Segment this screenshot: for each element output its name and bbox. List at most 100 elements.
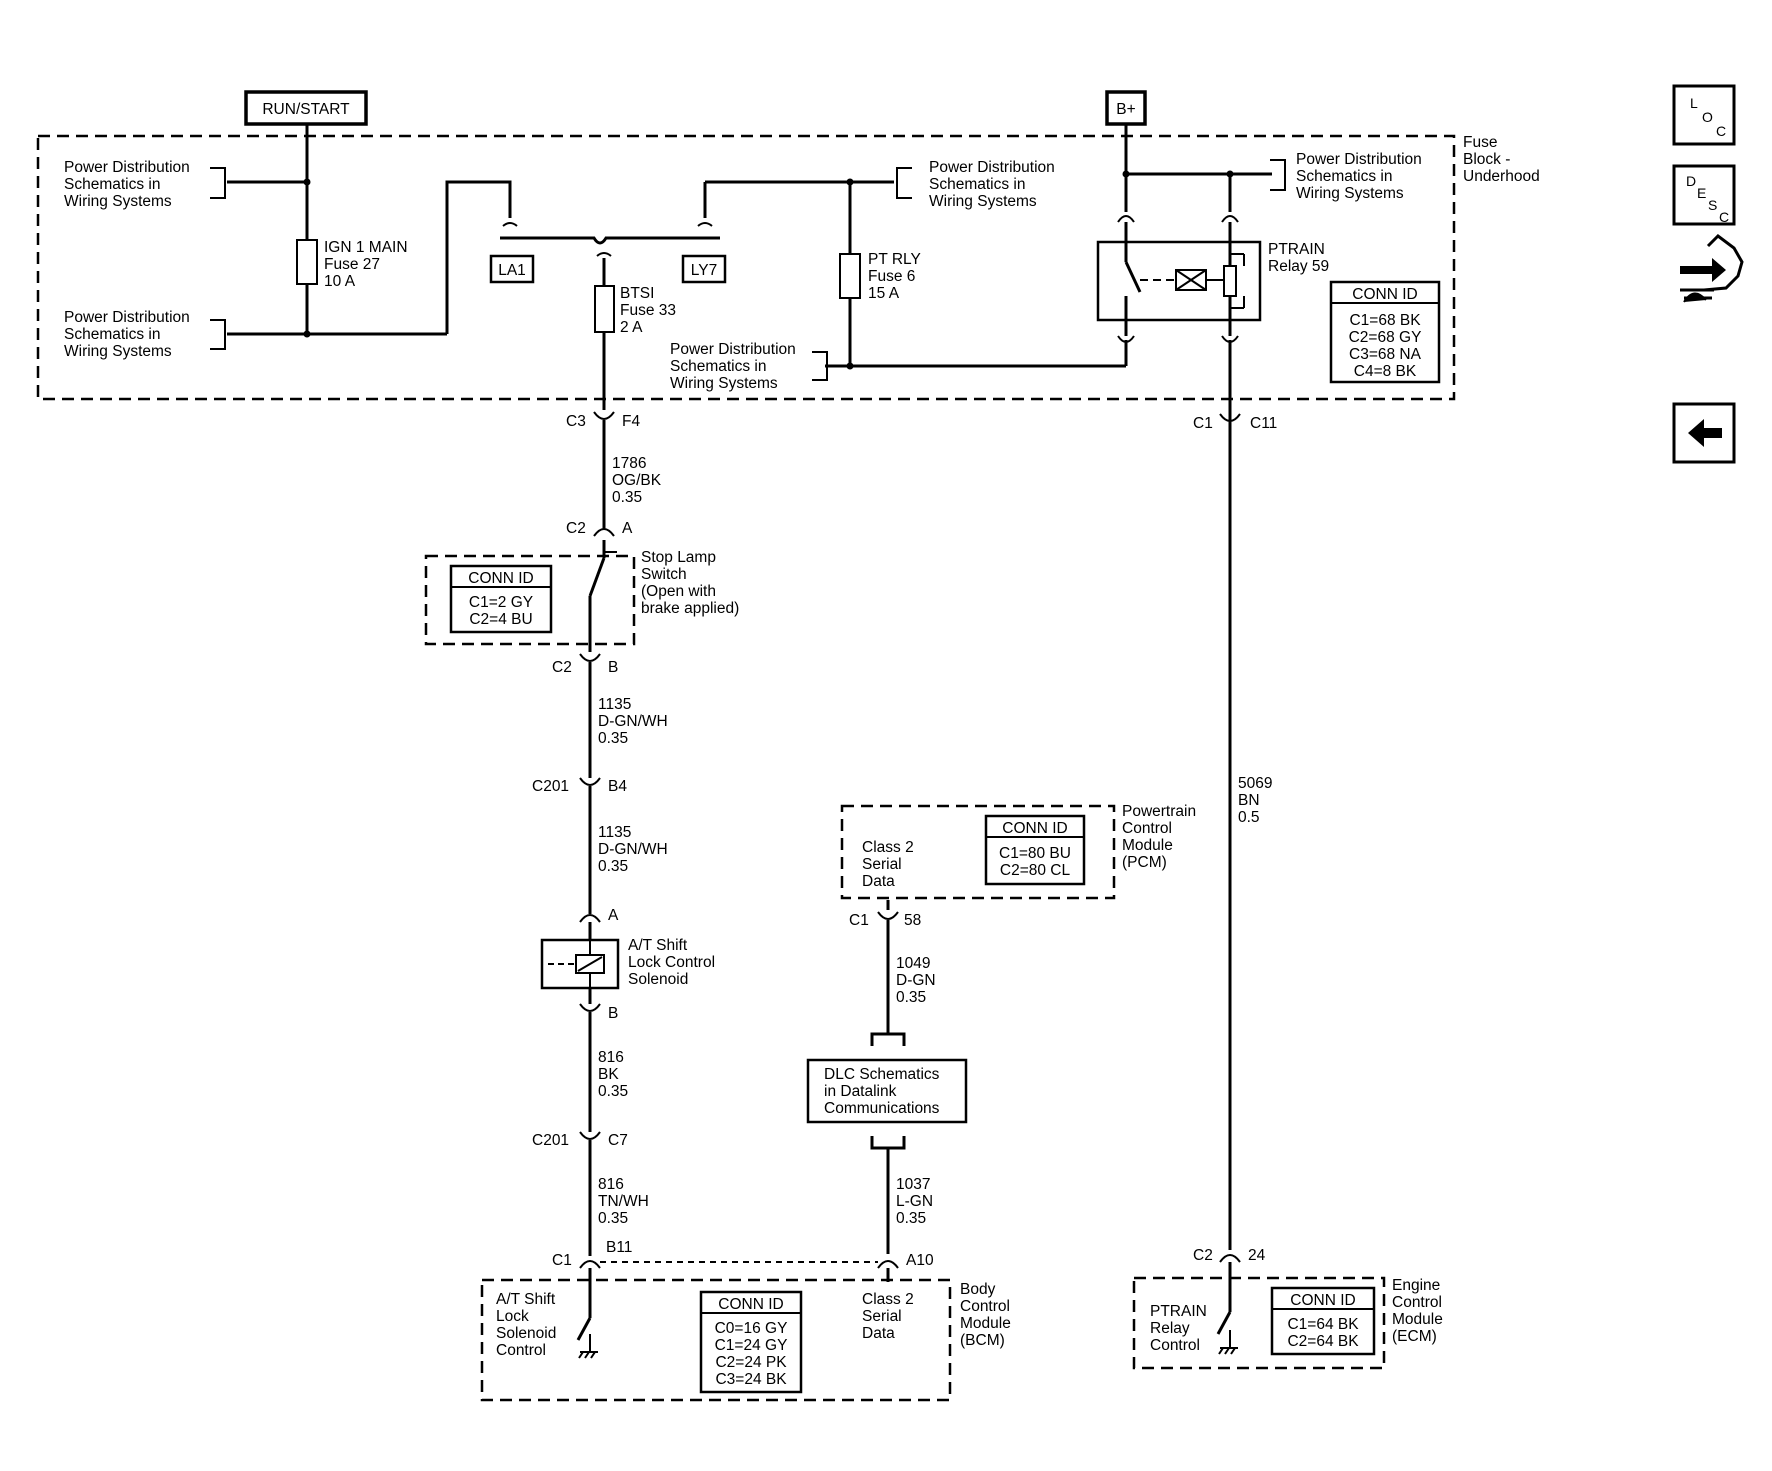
- svg-text:Module: Module: [1392, 1311, 1443, 1328]
- svg-text:in Datalink: in Datalink: [824, 1083, 897, 1100]
- svg-text:C2=4 BU: C2=4 BU: [469, 611, 532, 628]
- svg-text:Module: Module: [1122, 837, 1173, 854]
- splice-la1: [489, 254, 535, 284]
- svg-text:Wiring Systems: Wiring Systems: [64, 193, 172, 210]
- svg-text:D-GN/WH: D-GN/WH: [598, 841, 668, 858]
- svg-text:C0=16 GY: C0=16 GY: [715, 1320, 788, 1337]
- svg-text:2 A: 2 A: [620, 319, 643, 336]
- dlc-schematics-ref[interactable]: DLC Schematics in Datalink Communication…: [806, 1058, 968, 1124]
- svg-text:1037: 1037: [896, 1176, 930, 1193]
- fuse-block-label: Fuse: [1463, 134, 1497, 151]
- svg-text:LY7: LY7: [691, 262, 717, 279]
- svg-text:B11: B11: [606, 1239, 632, 1256]
- svg-text:Control: Control: [1392, 1294, 1442, 1311]
- svg-text:C2=24 PK: C2=24 PK: [715, 1354, 787, 1371]
- svg-text:C1: C1: [1193, 415, 1213, 432]
- svg-text:C1=68 BK: C1=68 BK: [1349, 312, 1421, 329]
- svg-text:A/T Shift: A/T Shift: [496, 1291, 556, 1308]
- svg-text:Power Distribution: Power Distribution: [64, 159, 190, 176]
- svg-text:Schematics in: Schematics in: [64, 176, 160, 193]
- svg-text:Data: Data: [862, 873, 895, 890]
- svg-text:DLC Schematics: DLC Schematics: [824, 1066, 940, 1083]
- svg-text:Stop Lamp: Stop Lamp: [641, 549, 716, 566]
- svg-text:C2=64 BK: C2=64 BK: [1287, 1333, 1359, 1350]
- stop-lamp-switch: [424, 540, 636, 652]
- svg-text:C1=80 BU: C1=80 BU: [999, 845, 1071, 862]
- svg-text:C3=68 NA: C3=68 NA: [1349, 346, 1422, 363]
- svg-text:Control: Control: [1150, 1337, 1200, 1354]
- svg-text:Control: Control: [496, 1342, 546, 1359]
- run-start-source: RUN/START: [244, 90, 368, 126]
- power-dist-ref-4: Power Distribution Schematics in Wiring …: [670, 341, 828, 392]
- svg-text:(ECM): (ECM): [1392, 1328, 1437, 1345]
- engine-control-module: [1132, 1262, 1386, 1370]
- svg-text:C201: C201: [532, 778, 569, 795]
- svg-text:CONN ID: CONN ID: [718, 1296, 783, 1313]
- svg-text:C1=24 GY: C1=24 GY: [715, 1337, 788, 1354]
- fuse-pt-rly: [839, 253, 861, 299]
- connector-c2-a: [593, 528, 615, 537]
- svg-text:PTRAIN: PTRAIN: [1268, 241, 1325, 258]
- connector-solenoid-b: [579, 1003, 601, 1012]
- connector-c2-24: [1219, 1254, 1241, 1263]
- svg-text:B4: B4: [608, 778, 627, 795]
- svg-text:0.35: 0.35: [896, 1210, 926, 1227]
- svg-text:Power Distribution: Power Distribution: [1296, 151, 1422, 168]
- svg-text:1135: 1135: [598, 824, 631, 841]
- svg-text:816: 816: [598, 1049, 624, 1066]
- svg-text:E: E: [1697, 185, 1706, 201]
- svg-text:CONN ID: CONN ID: [1002, 820, 1067, 837]
- svg-text:PT RLY: PT RLY: [868, 251, 921, 268]
- power-dist-ref-5: Power Distribution Schematics in Wiring …: [1270, 151, 1422, 202]
- svg-text:L: L: [1690, 95, 1698, 111]
- svg-text:Engine: Engine: [1392, 1277, 1440, 1294]
- svg-text:5069: 5069: [1238, 775, 1272, 792]
- svg-text:Communications: Communications: [824, 1100, 940, 1117]
- svg-text:Data: Data: [862, 1325, 895, 1342]
- svg-text:(Open with: (Open with: [641, 583, 716, 600]
- svg-text:(BCM): (BCM): [960, 1332, 1005, 1349]
- svg-text:C2=68 GY: C2=68 GY: [1349, 329, 1422, 346]
- desc-icon[interactable]: D E S C: [1672, 164, 1736, 226]
- svg-text:0.35: 0.35: [896, 989, 926, 1006]
- connector-c2-b: [579, 653, 601, 662]
- fuse-ign1-main: [296, 239, 318, 285]
- connector-c1-c11: [1219, 413, 1241, 422]
- svg-text:CONN ID: CONN ID: [1352, 286, 1417, 303]
- svg-text:Power Distribution: Power Distribution: [64, 309, 190, 326]
- svg-text:1049: 1049: [896, 955, 930, 972]
- connector-c1-a10: [877, 1260, 899, 1269]
- svg-text:C2: C2: [566, 520, 586, 537]
- svg-text:Solenoid: Solenoid: [496, 1325, 556, 1342]
- svg-text:0.5: 0.5: [1238, 809, 1260, 826]
- svg-text:F4: F4: [622, 413, 640, 430]
- svg-text:IGN 1 MAIN: IGN 1 MAIN: [324, 239, 408, 256]
- svg-text:C201: C201: [532, 1132, 569, 1149]
- svg-text:brake applied): brake applied): [641, 600, 739, 617]
- svg-text:0.35: 0.35: [598, 730, 628, 747]
- svg-text:O: O: [1702, 109, 1713, 125]
- back-arrow-icon[interactable]: [1672, 402, 1736, 464]
- svg-text:A: A: [608, 907, 619, 924]
- hand-pointer-icon[interactable]: [1680, 234, 1744, 303]
- svg-text:Class 2: Class 2: [862, 839, 914, 856]
- svg-text:PTRAIN: PTRAIN: [1150, 1303, 1207, 1320]
- svg-text:58: 58: [904, 912, 921, 929]
- svg-text:RUN/START: RUN/START: [262, 101, 350, 118]
- conn-id-pcm: CONN ID C1=80 BU C2=80 CL: [984, 814, 1086, 886]
- svg-text:B+: B+: [1116, 101, 1135, 118]
- svg-text:816: 816: [598, 1176, 624, 1193]
- at-shift-lock-solenoid: [540, 922, 620, 1004]
- svg-text:Schematics in: Schematics in: [929, 176, 1025, 193]
- svg-text:10 A: 10 A: [324, 273, 356, 290]
- svg-text:OG/BK: OG/BK: [612, 472, 662, 489]
- svg-text:C2: C2: [552, 659, 572, 676]
- conn-id-bcm: CONN ID C0=16 GY C1=24 GY C2=24 PK C3=24…: [699, 1290, 803, 1394]
- conn-id-fuse-block: CONN ID C1=68 BK C2=68 GY C3=68 NA C4=8 …: [1329, 280, 1441, 384]
- svg-text:BTSI: BTSI: [620, 285, 654, 302]
- svg-text:1135: 1135: [598, 696, 631, 713]
- loc-icon[interactable]: L O C: [1672, 84, 1736, 146]
- svg-text:A10: A10: [906, 1252, 934, 1269]
- conn-id-stop-lamp: CONN ID C1=2 GY C2=4 BU: [449, 564, 553, 634]
- power-dist-ref-1: Power Distribution Schematics in Wiring …: [64, 159, 226, 210]
